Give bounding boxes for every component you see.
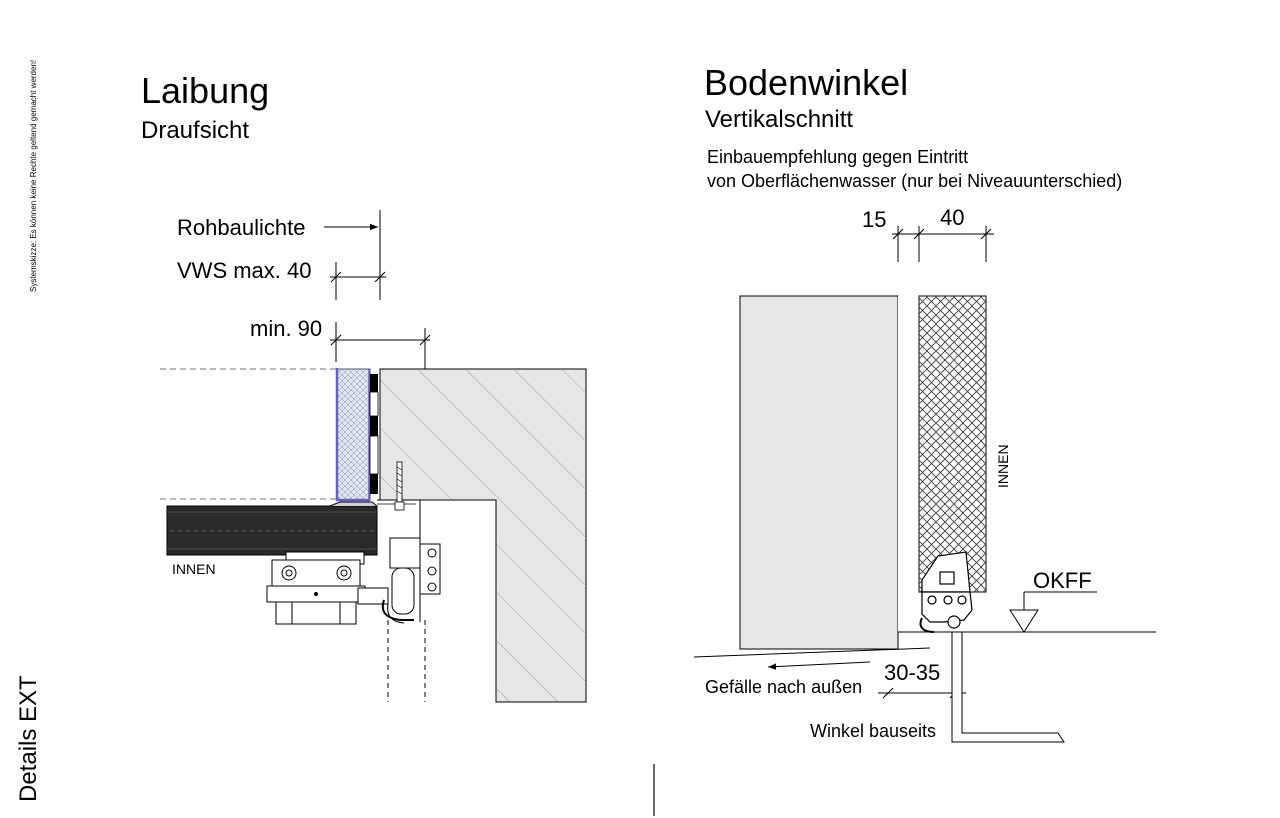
dim-15-label: 15 [862, 207, 886, 232]
left-innen-label: INNEN [172, 561, 216, 577]
dim-min-label: min. 90 [250, 316, 322, 341]
right-subtitle: Vertikalschnitt [705, 106, 853, 133]
left-title: Laibung [141, 70, 269, 111]
note-line-1: Einbauempfehlung gegen Eintritt [707, 147, 968, 167]
hinge-assembly [266, 537, 441, 625]
door-profile [166, 505, 378, 556]
gefaelle-label: Gefälle nach außen [705, 677, 862, 697]
right-detail: Bodenwinkel Vertikalschnitt Einbauempfeh… [693, 62, 1156, 743]
dim-30-35-label: 30-35 [884, 660, 940, 685]
insulation-layer [336, 368, 371, 501]
winkel-label: Winkel bauseits [810, 721, 936, 741]
dim-40-label: 40 [940, 205, 964, 230]
section-label: Details EXT [15, 675, 42, 802]
dim-rohbaulichte-label: Rohbaulichte [177, 215, 305, 240]
dim-vws-label: VWS max. 40 [177, 258, 311, 283]
bottom-seal [919, 551, 973, 633]
note-line-2: von Oberflächenwasser (nur bei Niveauunt… [707, 171, 1122, 191]
copyright-note: Systemskizze: Es können keine Rechte gel… [29, 60, 38, 292]
right-title: Bodenwinkel [704, 62, 908, 103]
frame-section [739, 295, 899, 650]
slope-line [693, 647, 931, 658]
okff-label: OKFF [1033, 568, 1092, 593]
level-triangle-icon [1009, 609, 1039, 633]
left-detail: Laibung Draufsicht Rohbaulichte VWS max.… [141, 70, 587, 703]
right-innen-label: INNEN [995, 444, 1011, 488]
left-subtitle: Draufsicht [141, 117, 249, 144]
floor-angle [951, 631, 1065, 743]
fixing-screw [394, 461, 405, 511]
